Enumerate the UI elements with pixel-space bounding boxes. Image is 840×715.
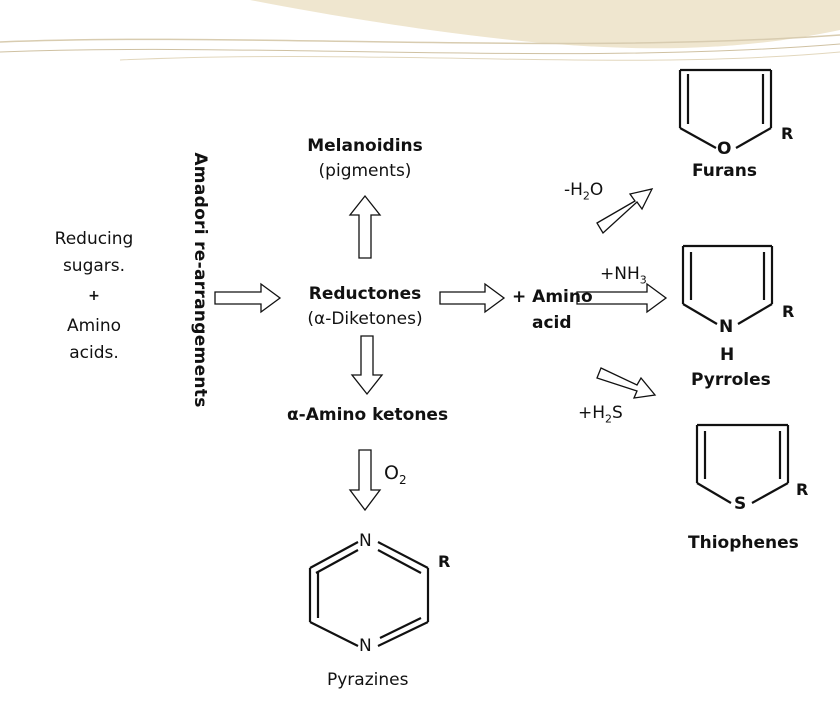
amino-ketones-label: α-Amino ketones: [287, 405, 449, 425]
thiophene-ring: [695, 423, 790, 504]
pyrazines-name: Pyrazines: [327, 670, 409, 690]
pyrrole-h: H: [720, 345, 735, 365]
reactant-amino: Amino: [66, 316, 122, 336]
reactants-text: Reducing sugars. + Amino acids.: [40, 226, 148, 367]
furans-reagent-main: -H: [564, 180, 583, 200]
furan-r: R: [781, 124, 794, 143]
amino-acid-line2: acid: [532, 313, 572, 333]
o2-main: O: [384, 462, 399, 484]
thiophenes-name: Thiophenes: [688, 533, 799, 553]
pyrazine-n2: N: [359, 636, 372, 656]
o2-label: O2: [384, 462, 407, 487]
pyrrole-ring: [681, 244, 774, 325]
arrow-to-melanoidins: [348, 194, 382, 259]
melanoidins-title: Melanoidins: [307, 136, 423, 156]
reductones-sub: (α-Diketones): [307, 309, 423, 329]
arrow-to-pyrazines: [348, 449, 382, 512]
furans-reagent-sub: 2: [582, 189, 590, 203]
furan-o: O: [717, 139, 732, 159]
furans-name: Furans: [692, 161, 757, 181]
thiophenes-reagent: +H2S: [578, 403, 623, 425]
reactant-sugars: sugars.: [62, 256, 126, 276]
amino-acid-line1: + Amino: [512, 287, 593, 307]
thiophenes-reagent-end: S: [612, 403, 623, 423]
thiophenes-reagent-sub: 2: [605, 412, 613, 426]
reactant-plus: +: [88, 288, 100, 304]
o2-sub: 2: [398, 472, 407, 487]
arrow-to-amino-acid: [439, 282, 506, 314]
reductones-title: Reductones: [308, 284, 422, 304]
pyrroles-reagent-main: +NH: [600, 264, 640, 284]
pyrazine-ring: [308, 541, 430, 647]
furans-reagent: -H2O: [564, 180, 603, 202]
reductones-label: Reductones (α-Diketones): [290, 282, 440, 332]
pyrazine-r: R: [438, 552, 451, 571]
arrow-to-reductones: [214, 282, 282, 314]
thiophene-r: R: [796, 480, 809, 499]
pyrroles-name: Pyrroles: [691, 370, 771, 390]
pyrrole-r: R: [782, 302, 795, 321]
arrow-to-furans: [596, 188, 654, 235]
furans-reagent-end: O: [589, 180, 604, 200]
furan-ring: [678, 68, 773, 149]
amino-acid-label: + Amino acid: [512, 284, 593, 336]
pyrroles-reagent: +NH3: [600, 264, 647, 286]
pyrroles-reagent-sub: 3: [639, 273, 647, 287]
melanoidins-sub: (pigments): [318, 161, 412, 181]
pyrazine-n1: N: [359, 531, 372, 551]
pyrrole-n: N: [719, 317, 734, 337]
reactant-reducing: Reducing: [54, 229, 134, 249]
reactant-acids: acids.: [69, 343, 119, 363]
arrow-to-amino-ketones: [350, 335, 384, 396]
thiophene-s: S: [734, 494, 747, 514]
amadori-label: Amadori re-arrangements: [190, 152, 210, 408]
melanoidins-label: Melanoidins (pigments): [290, 134, 440, 184]
header-swoosh: [0, 0, 840, 61]
arrow-to-pyrroles: [576, 282, 668, 314]
arrow-to-thiophenes: [596, 367, 657, 399]
thiophenes-reagent-main: +H: [578, 403, 606, 423]
